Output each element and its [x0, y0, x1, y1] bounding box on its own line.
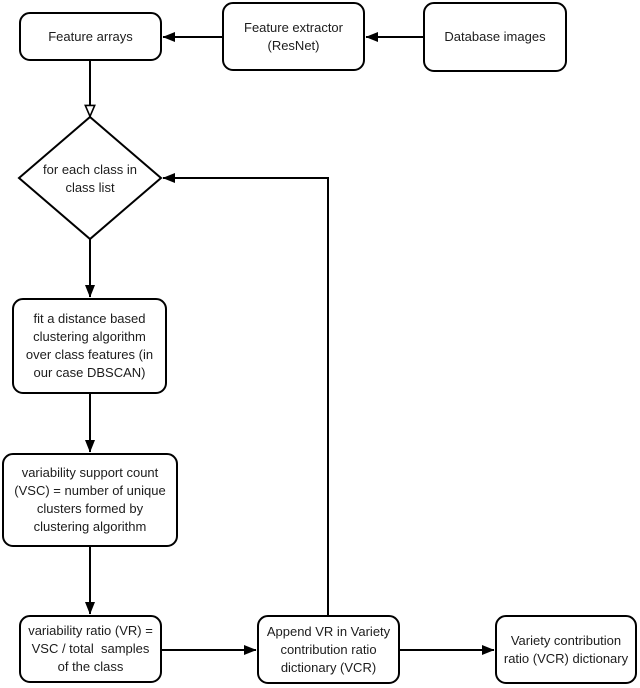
node-decision-for-each-class: for each class in class list [43, 161, 137, 195]
node-feature-arrays: Feature arrays [19, 12, 162, 61]
node-variability-support-count: variability support count (VSC) = number… [2, 453, 178, 547]
decision-diamond-shape [17, 115, 163, 241]
node-feature-extractor: Feature extractor (ResNet) [222, 2, 365, 71]
node-database-images: Database images [423, 2, 567, 72]
node-append-vr-to-vcr: Append VR in Variety contribution ratio … [257, 615, 400, 684]
arrow-loop-append-to-decision [162, 173, 329, 615]
node-fit-clustering-algorithm: fit a distance based clustering algorith… [12, 298, 167, 394]
node-variability-ratio: variability ratio (VR) = VSC / total sam… [19, 615, 162, 683]
node-vcr-dictionary: Variety contribution ratio (VCR) diction… [495, 615, 637, 684]
